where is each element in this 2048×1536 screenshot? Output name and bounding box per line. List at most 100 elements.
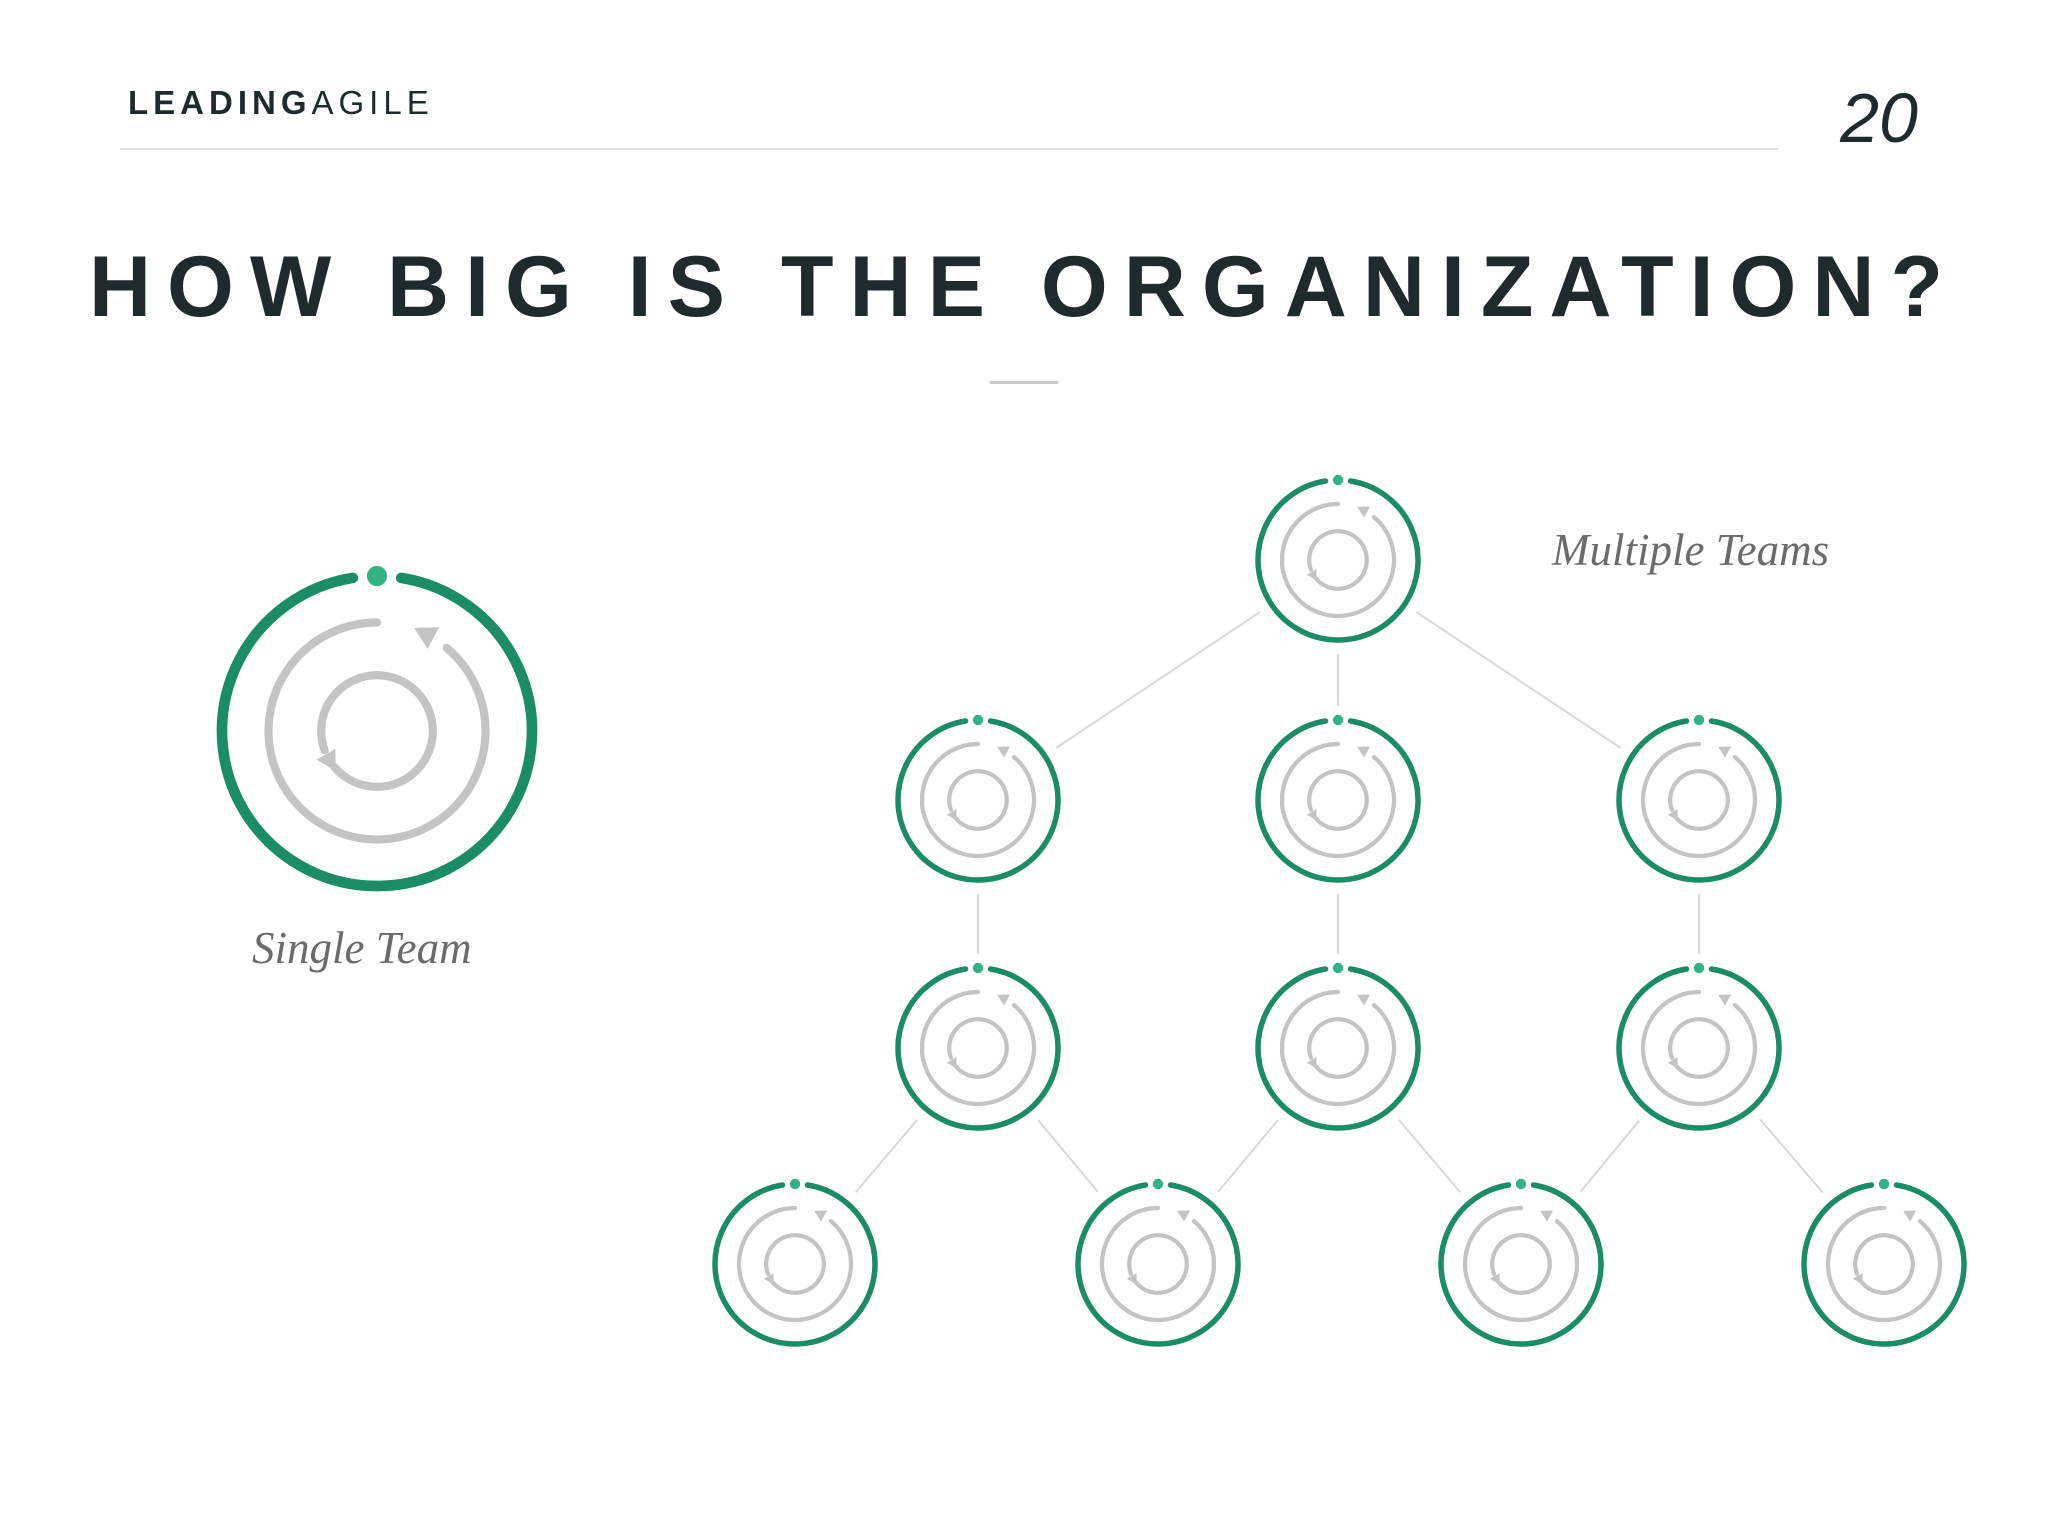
cycle-outer-arc [1099,1205,1217,1323]
page-number: 20 [1840,79,1918,157]
team-ring-dot [1332,714,1344,726]
team-ring [895,966,1061,1131]
cycle-inner-arc [1307,1017,1369,1079]
cycle-inner-arc [1307,769,1369,831]
team-ring [712,1182,878,1347]
team-ring-dot [1878,1178,1890,1190]
team-ring-dot [972,962,984,974]
brand-logo: LEADINGAGILE [128,84,434,122]
team-cycle-icon [1075,1178,1241,1347]
tree-connector [1055,611,1261,749]
team-cycle-icon [1801,1178,1967,1347]
cycle-arrowhead [1667,1057,1678,1069]
team-cycle-icon [216,565,538,892]
tree-connector [1580,1119,1640,1193]
team-cycle-icon [1255,714,1421,883]
cycle-arrowhead [1489,1273,1500,1285]
cycle-arrowhead [1177,1210,1191,1222]
cycle-arrowhead [1306,809,1317,821]
team-ring [1616,966,1782,1131]
cycle-arrowhead [414,627,440,649]
cycle-arrowhead [1357,994,1371,1006]
cycle-arrowhead [1357,746,1371,758]
cycle-arrowhead [946,1057,957,1069]
cycle-inner-arc [1668,1017,1730,1079]
cycle-arrowhead [1306,1057,1317,1069]
team-ring-dot [789,1178,801,1190]
tree-connector [1037,1119,1099,1193]
cycle-outer-arc [1640,989,1758,1107]
cycle-arrowhead [1667,809,1678,821]
cycle-arrowhead [997,994,1011,1006]
team-cycle-icon [1616,962,1782,1131]
cycle-outer-arc [1279,741,1397,859]
cycle-arrowhead [1718,746,1732,758]
single-team-label: Single Team [252,923,472,973]
tree-connector [1759,1118,1824,1194]
cycle-inner-arc [947,769,1009,831]
team-cycle-icon [1255,474,1421,643]
cycle-outer-arc [1462,1205,1580,1323]
tree-connectors [854,611,1824,1194]
team-ring [1255,718,1421,883]
slide-title: HOW BIG IS THE ORGANIZATION? [88,239,1960,335]
brand-logo-bold: LEADING [128,84,312,121]
team-ring-dot [1693,962,1705,974]
cycle-outer-arc [1640,741,1758,859]
cycle-arrowhead [1540,1210,1554,1222]
team-ring-dot [1332,474,1344,486]
cycle-arrowhead [997,746,1011,758]
cycle-inner-arc [1490,1233,1552,1295]
cycle-inner-arc [317,671,437,791]
team-ring [1438,1182,1604,1347]
cycle-outer-arc [919,741,1037,859]
team-cycle-icon [895,714,1061,883]
cycle-arrowhead [1357,506,1371,518]
team-cycle-icon [712,1178,878,1347]
team-ring [1801,1182,1967,1347]
team-ring-dot [366,565,388,587]
team-ring-dot [1515,1178,1527,1190]
team-ring [1075,1182,1241,1347]
tree-connector [1415,611,1622,749]
header-divider [120,148,1778,150]
team-cycle-icon [895,962,1061,1131]
brand-logo-light: AGILE [311,84,434,121]
cycle-inner-arc [1127,1233,1189,1295]
cycle-arrowhead [763,1273,774,1285]
team-cycle-icon [1255,962,1421,1131]
team-ring [1255,478,1421,643]
cycle-arrowhead [1718,994,1732,1006]
title-divider [990,381,1058,384]
tree-connector [1397,1119,1462,1193]
cycle-outer-arc [264,618,490,844]
team-ring-dot [972,714,984,726]
cycle-arrowhead [946,809,957,821]
cycle-outer-arc [919,989,1037,1107]
tree-nodes [216,474,1967,1347]
cycle-inner-arc [1668,769,1730,831]
cycle-outer-arc [1279,989,1397,1107]
team-cycle-icon [1616,714,1782,883]
team-ring [216,572,538,892]
cycle-outer-arc [1825,1205,1943,1323]
team-ring-dot [1152,1178,1164,1190]
team-cycle-icon [1438,1178,1604,1347]
team-ring [1255,966,1421,1131]
cycle-inner-arc [947,1017,1009,1079]
tree-connector [854,1119,919,1193]
tree-connector [1217,1119,1279,1193]
team-ring-dot [1693,714,1705,726]
cycle-outer-arc [736,1205,854,1323]
cycle-arrowhead [1306,569,1317,581]
cycle-inner-arc [764,1233,826,1295]
team-ring [1616,718,1782,883]
cycle-inner-arc [1853,1233,1915,1295]
cycle-inner-arc [1307,529,1369,591]
cycle-outer-arc [1279,501,1397,619]
team-ring [895,718,1061,883]
cycle-arrowhead [814,1210,828,1222]
cycle-arrowhead [1903,1210,1917,1222]
multiple-teams-label: Multiple Teams [1552,525,1830,575]
